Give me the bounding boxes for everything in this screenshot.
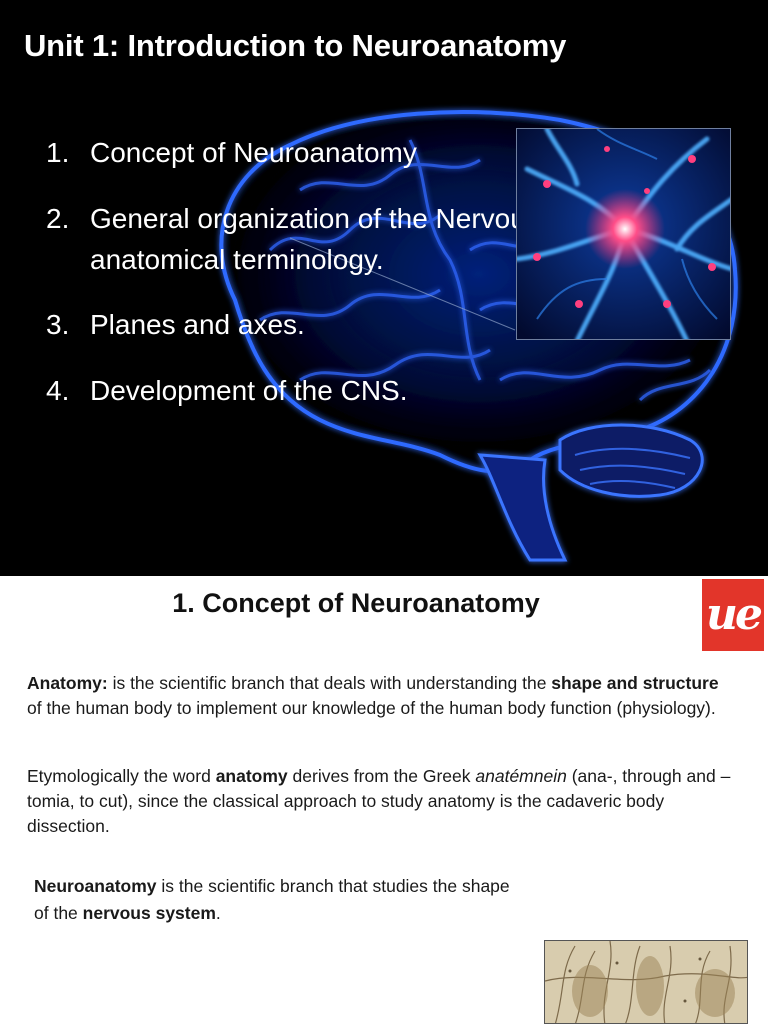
neuroanatomy-paragraph: Neuroanatomy is the scientific branch th… bbox=[34, 873, 524, 927]
slide-title: 1. Concept of Neuroanatomy bbox=[172, 588, 540, 618]
bold-term: Neuroanatomy bbox=[34, 876, 157, 896]
bold-term: Anatomy: bbox=[27, 673, 108, 693]
topic-number: 4. bbox=[46, 375, 70, 406]
text-span: of the human body to implement our knowl… bbox=[27, 698, 716, 718]
topic-number: 2. bbox=[46, 203, 70, 234]
text-span: (ana-, through and –tomia, to cut), sinc… bbox=[27, 766, 731, 836]
text-span: . bbox=[215, 903, 221, 923]
bold-term: anatomy bbox=[215, 766, 288, 786]
topic-item: 3. Planes and axes. bbox=[46, 304, 730, 345]
topic-number: 1. bbox=[46, 137, 70, 168]
bold-term: nervous system bbox=[82, 903, 216, 923]
topic-text: Development of the CNS. bbox=[90, 375, 408, 406]
anatomical-illustration bbox=[544, 940, 748, 1024]
text-span: Etymologically the word bbox=[27, 766, 216, 786]
text-span: derives from the Greek bbox=[287, 766, 476, 786]
text-span: is the scientific branch that studies th… bbox=[34, 876, 510, 923]
neuron-image bbox=[516, 128, 731, 340]
italic-term: anatémnein bbox=[475, 766, 567, 786]
title-slide: Unit 1: Introduction to Neuroanatomy 1. … bbox=[0, 0, 768, 576]
bold-term: shape and structure bbox=[551, 673, 719, 693]
slide-title: Unit 1: Introduction to Neuroanatomy bbox=[24, 28, 567, 63]
university-logo: ue bbox=[702, 579, 764, 651]
logo-text: ue bbox=[706, 589, 763, 640]
topic-item: 4. Development of the CNS. bbox=[46, 370, 730, 411]
concept-slide: 1. Concept of Neuroanatomy ue Anatomy: i… bbox=[0, 576, 768, 1024]
etymology-paragraph: Etymologically the word anatomy derives … bbox=[27, 764, 737, 839]
anatomy-paragraph: Anatomy: is the scientific branch that d… bbox=[27, 671, 737, 721]
text-span: is the scientific branch that deals with… bbox=[107, 673, 552, 693]
topic-text: Concept of Neuroanatomy bbox=[90, 137, 417, 168]
topic-text: Planes and axes. bbox=[90, 309, 305, 340]
topic-number: 3. bbox=[46, 309, 70, 340]
topic-item: 1. Concept of Neuroanatomy bbox=[46, 132, 730, 173]
